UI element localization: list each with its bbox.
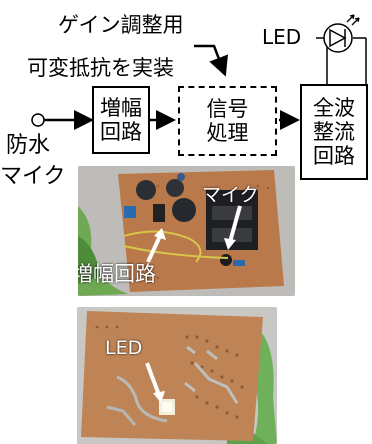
block-amplifier-line2: 回路 bbox=[100, 120, 142, 144]
photo-label-amplifier: 増幅回路 bbox=[78, 262, 156, 286]
gain-label-line2: 可変抵抗を実装 bbox=[27, 56, 174, 80]
block-signal-line2: 処理 bbox=[206, 121, 249, 145]
block-rectifier-line1: 全波 bbox=[313, 95, 355, 120]
block-rectifier-line2: 整流 bbox=[313, 119, 355, 144]
mic-input-label-line2: マイク bbox=[0, 164, 66, 189]
block-signal-line1: 信号 bbox=[206, 96, 249, 121]
photo-amplifier-board: マイク 増幅回路 bbox=[78, 166, 295, 296]
photo-label-mic: マイク bbox=[202, 184, 259, 206]
photo-label-led: LED bbox=[105, 337, 143, 359]
mic-input-terminal bbox=[31, 113, 45, 127]
gain-label-line1: ゲイン調整用 bbox=[58, 13, 184, 37]
block-amplifier-line1: 増幅 bbox=[100, 95, 142, 120]
photo-led-board: LED bbox=[77, 307, 277, 444]
mic-input-label-line1: 防水 bbox=[6, 133, 51, 158]
block-amplifier: 増幅 回路 bbox=[92, 86, 150, 154]
gain-label-pointer bbox=[194, 44, 228, 77]
block-full-wave-rectifier: 全波 整流 回路 bbox=[300, 84, 368, 180]
block-rectifier-line3: 回路 bbox=[313, 144, 355, 169]
photo-led-board-art bbox=[77, 307, 277, 444]
block-signal-processing: 信号 処理 bbox=[178, 86, 277, 156]
photo-amplifier-board-art bbox=[78, 166, 295, 296]
led-label: LED bbox=[262, 25, 302, 49]
led-symbol-icon bbox=[323, 14, 360, 53]
block-diagram-lines bbox=[31, 14, 367, 130]
